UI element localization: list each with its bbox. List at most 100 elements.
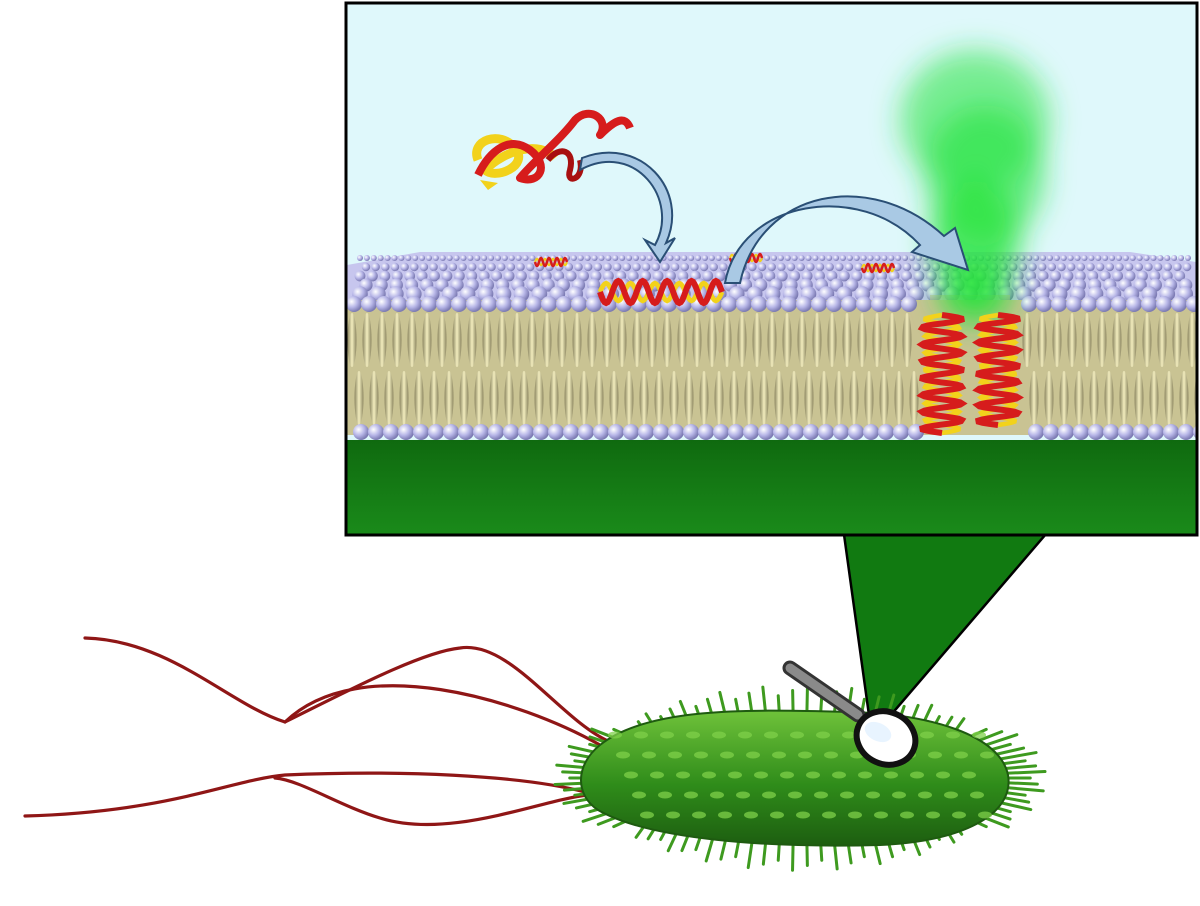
lipid-head (1144, 262, 1153, 272)
lipid-tail (1029, 371, 1039, 425)
lipid-tail (722, 313, 732, 367)
lipid-tail (512, 313, 522, 367)
lipid-head (738, 278, 753, 292)
lipid-head (776, 270, 788, 282)
lipid-head (743, 424, 759, 440)
lipid-head (578, 424, 594, 440)
lipid-head (1141, 296, 1157, 312)
lipid-head (1182, 262, 1192, 272)
lipid-head (1019, 255, 1026, 261)
lipid-head (583, 262, 593, 272)
surface-bump (632, 791, 646, 799)
lipid-head (586, 296, 602, 312)
surface-helix-small-3 (860, 262, 896, 274)
lipid-tail (677, 313, 687, 367)
lipid-head (1095, 255, 1102, 261)
lipid-tail (662, 313, 672, 367)
lipid-head (593, 262, 603, 272)
lipid-head (702, 270, 714, 282)
lipid-head (1018, 262, 1028, 272)
lipid-head (571, 296, 587, 312)
lipid-head (641, 262, 651, 272)
surface-bump (954, 751, 968, 759)
lipid-head (367, 270, 378, 282)
lipid-head (593, 424, 609, 440)
lipid-head (702, 255, 708, 261)
flagellum-2 (283, 645, 612, 744)
surface-bump (720, 751, 734, 759)
lipid-head (458, 262, 467, 272)
lipid-head (653, 424, 669, 440)
cytoplasm-leakage-cloud (900, 50, 1050, 325)
lipid-head (584, 255, 591, 261)
lipid-head (667, 255, 674, 261)
lipid-head (1081, 255, 1088, 261)
lipid-head (893, 262, 902, 272)
lipid-head (826, 255, 833, 261)
lipid-head (1051, 296, 1067, 312)
lipid-head (503, 270, 515, 282)
lipid-head (767, 262, 776, 272)
zoom-panel-frame (344, 1, 1199, 537)
lipid-head (522, 255, 529, 261)
lipid-head (1111, 296, 1127, 312)
lipid-head (688, 255, 695, 261)
lipid-tail (864, 371, 874, 425)
lipid-head (835, 262, 844, 272)
lipid-head (773, 424, 789, 440)
lipid-head (383, 424, 399, 440)
lipid-tail (557, 313, 567, 367)
lipid-head (633, 255, 639, 261)
lipid-tail (744, 371, 754, 425)
surface-bump (848, 811, 862, 819)
lipid-tail (1037, 313, 1047, 367)
cytoplasm (347, 440, 1196, 534)
lipid-head (841, 296, 857, 312)
lipid-head (786, 262, 796, 272)
surface-bump (858, 771, 872, 779)
lipid-head (1186, 296, 1196, 312)
surface-bump (936, 771, 950, 779)
lipid-head (806, 262, 815, 272)
lipid-head (838, 270, 850, 282)
lipid-head (722, 255, 729, 261)
lipid-head (1066, 296, 1082, 312)
lipid-tail (594, 371, 604, 425)
lipid-head (622, 262, 632, 272)
lipid-head (574, 262, 583, 272)
surface-bump (616, 751, 630, 759)
lipid-tail (542, 313, 552, 367)
lipid-head (736, 296, 752, 312)
lipid-head (443, 424, 459, 440)
lipid-tail (774, 371, 784, 425)
insertion-arrow (723, 195, 970, 284)
lipid-head (508, 255, 515, 261)
lipid-head (1033, 255, 1040, 261)
lipid-head (1088, 255, 1095, 261)
surface-bump (842, 731, 856, 739)
free-peptide (472, 109, 634, 190)
lipid-tail (564, 371, 574, 425)
lipid-head (1086, 262, 1095, 272)
surface-bump (676, 771, 690, 779)
surface-bump (736, 791, 750, 799)
surface-bump (866, 791, 880, 799)
surface-bump (788, 791, 802, 799)
lipid-tail (1179, 371, 1189, 425)
lipid-tail (1059, 371, 1069, 425)
lipid-head (570, 255, 577, 261)
lipid-tail (377, 313, 387, 367)
lipid-head (766, 296, 782, 312)
surface-bump (920, 731, 934, 739)
lipid-tail (1074, 371, 1084, 425)
lipid-tail (759, 371, 769, 425)
lipid-head (698, 424, 714, 440)
lipid-head (503, 424, 519, 440)
lipid-head (1164, 255, 1171, 261)
lipid-head (661, 262, 670, 272)
lipid-head (1171, 296, 1187, 312)
lipid-head (1021, 296, 1037, 312)
lipid-head (429, 262, 438, 272)
lipid-head (681, 255, 688, 261)
surface-bump (770, 811, 784, 819)
